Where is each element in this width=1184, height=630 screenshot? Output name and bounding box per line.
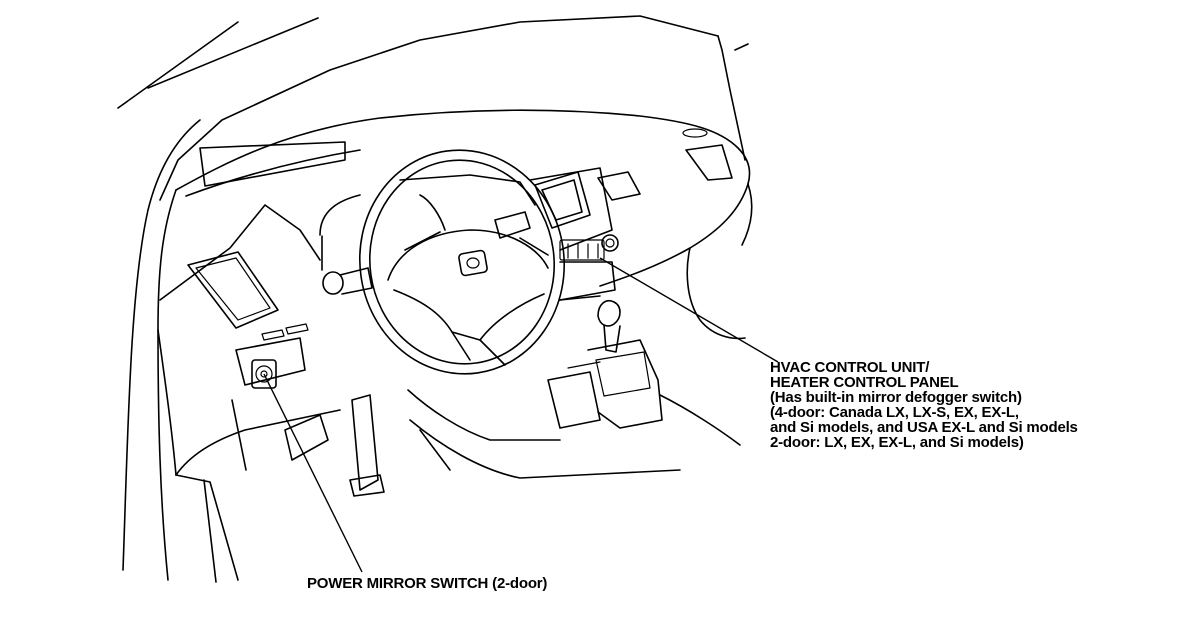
hvac-callout-line-1: HVAC CONTROL UNIT/	[770, 359, 930, 376]
mirror-leader-line	[263, 373, 363, 573]
hvac-callout-line-4: (4-door: Canada LX, LX-S, EX, EX-L,	[770, 404, 1019, 421]
pedals	[284, 394, 385, 497]
hvac-callout-line-3: (Has built-in mirror defogger switch)	[770, 389, 1022, 406]
steering-wheel	[358, 149, 566, 375]
hvac-callout-line-5: and Si models, and USA EX-L and Si model…	[770, 419, 1078, 436]
lower-left-dash	[157, 204, 341, 583]
dashboard-top	[175, 109, 753, 340]
center-console	[407, 295, 741, 479]
hvac-callout-line-6: 2-door: LX, EX, EX-L, and Si models)	[770, 434, 1024, 451]
hvac-callout-line-2: HEATER CONTROL PANEL	[770, 374, 959, 391]
combination-switch	[322, 267, 373, 295]
hvac-control-unit-callout: HVAC CONTROL UNIT/ HEATER CONTROL PANEL …	[770, 360, 1078, 450]
power-mirror-switch-callout: POWER MIRROR SWITCH (2-door)	[307, 575, 548, 592]
hvac-leader-line	[599, 257, 779, 363]
instrument-cluster	[319, 174, 536, 271]
center-stack	[529, 167, 619, 301]
windshield-frame	[117, 15, 749, 581]
